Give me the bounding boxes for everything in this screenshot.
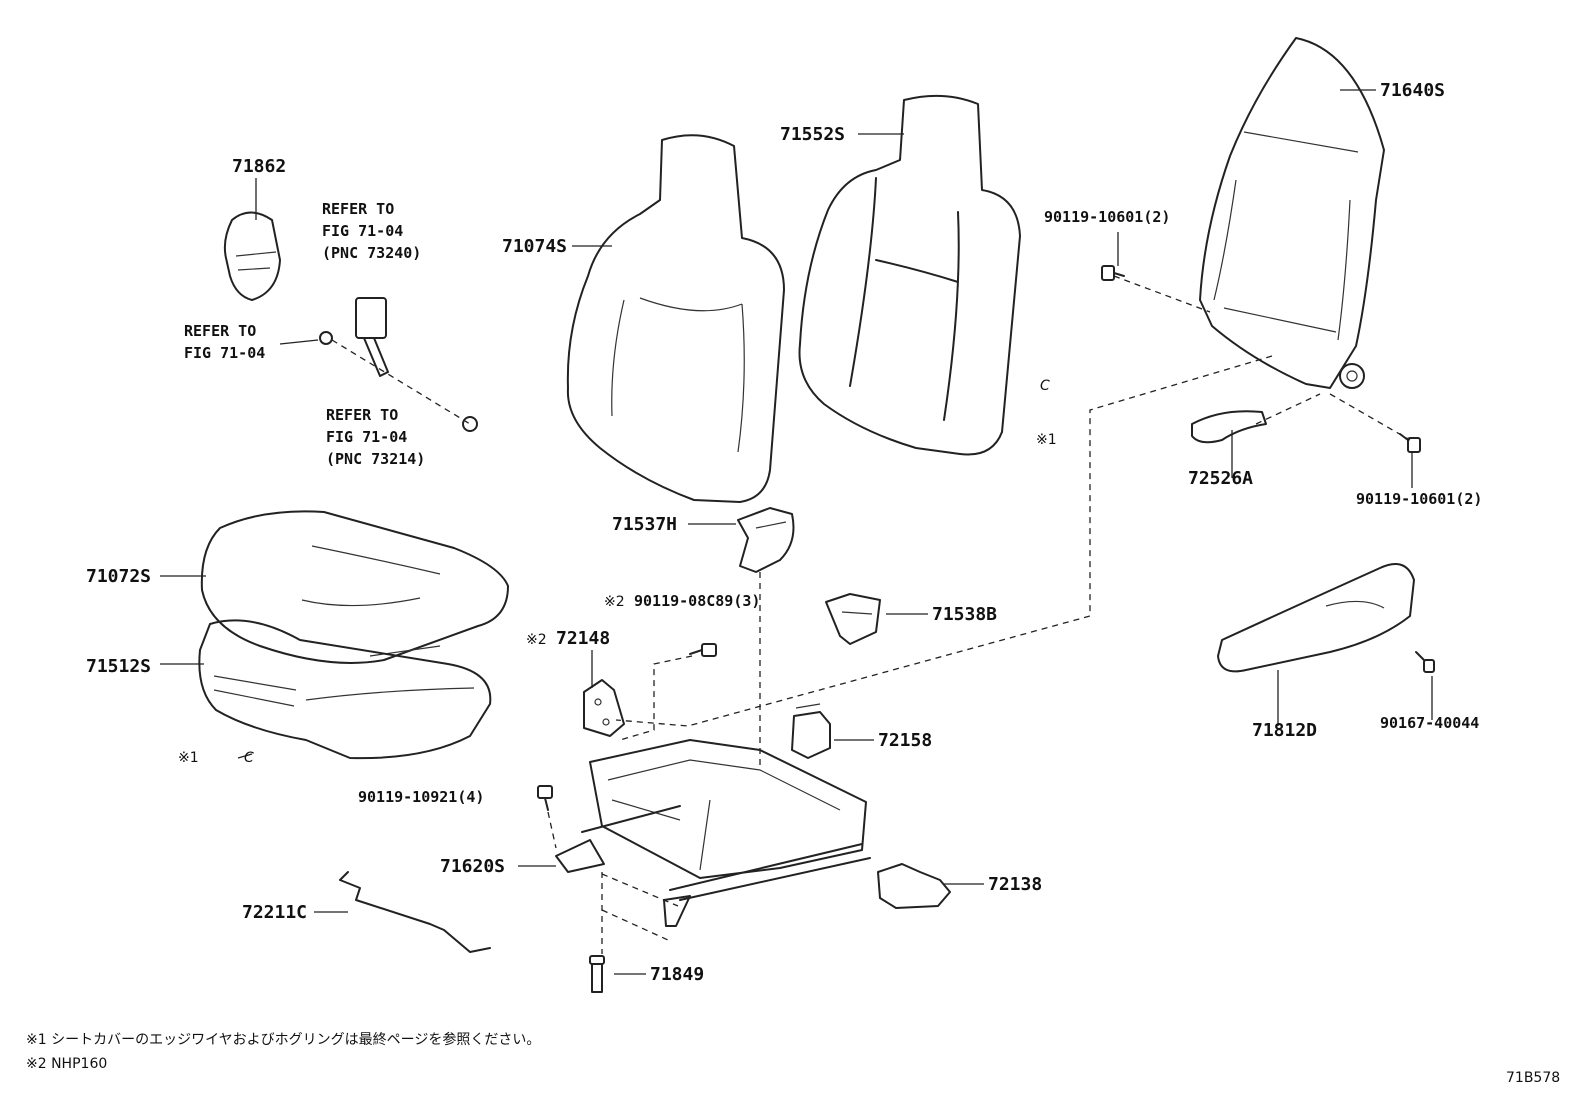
refer-callout-fig-71-04: REFER TO FIG 71-04 (184, 322, 265, 362)
c-marker-backrest: C (1040, 378, 1050, 394)
refer-callout-pnc-73214: REFER TO FIG 71-04 (PNC 73214) (326, 406, 425, 468)
label-90119-10601-upper: 90119-10601(2) (1044, 208, 1170, 226)
label-90119-10921: 90119-10921(4) (358, 788, 484, 806)
label-71537H: 71537H (612, 514, 677, 535)
part-71538B-drawing (825, 593, 881, 645)
part-71620S-drawing (555, 739, 871, 927)
part-72138-drawing (877, 863, 951, 909)
refer-line-3: (PNC 73240) (322, 244, 421, 262)
refer-line-2: FIG 71-04 (322, 222, 403, 240)
part-71512S-drawing (198, 619, 492, 760)
mark-1-backrest: ※1 (1036, 432, 1057, 448)
refer-line-2: FIG 71-04 (326, 428, 407, 446)
part-72526A-drawing (1191, 410, 1267, 444)
refer-line-1: REFER TO (326, 406, 398, 424)
bolt-90119-10921-drawing (537, 785, 553, 811)
label-71812D: 71812D (1252, 720, 1317, 741)
mark-2-90119-08C89: ※2 (604, 594, 625, 610)
part-71537H-drawing (737, 507, 795, 573)
c-marker-cushion: C (244, 750, 254, 766)
label-72148: 72148 (556, 628, 610, 649)
label-71849: 71849 (650, 964, 704, 985)
label-71512S: 71512S (86, 656, 151, 677)
label-71538B: 71538B (932, 604, 997, 625)
footnote-2: ※2 NHP160 (26, 1056, 107, 1072)
label-71072S: 71072S (86, 566, 151, 587)
bolt-71849-drawing (589, 955, 605, 993)
footnote-1: ※1 シートカバーのエッジワイヤおよびホグリングは最終ページを参照ください。 (26, 1031, 540, 1048)
dashed-reference-lines (331, 275, 1411, 954)
part-71640S-drawing (1199, 37, 1385, 389)
mark-1-cushion: ※1 (178, 750, 199, 766)
part-72211C-drawing (339, 871, 491, 953)
label-72158: 72158 (878, 730, 932, 751)
label-90119-08C89: 90119-08C89(3) (634, 592, 760, 610)
label-72526A: 72526A (1188, 468, 1253, 489)
label-71862: 71862 (232, 156, 286, 177)
part-71072S-drawing (200, 510, 509, 664)
label-71074S: 71074S (502, 236, 567, 257)
label-71640S: 71640S (1380, 80, 1445, 101)
refer-line-1: REFER TO (322, 200, 394, 218)
figure-code: 71B578 (1506, 1070, 1560, 1086)
leader-lines (160, 89, 1433, 975)
part-71862-drawing (223, 211, 281, 301)
seat-belt-buckle-drawing (319, 297, 478, 432)
label-72211C: 72211C (242, 902, 307, 923)
refer-line-1: REFER TO (184, 322, 256, 340)
refer-line-3: (PNC 73214) (326, 450, 425, 468)
bolt-90119-08C89-drawing (689, 643, 717, 657)
part-71552S-drawing (798, 94, 1021, 456)
refer-line-2: FIG 71-04 (184, 344, 265, 362)
label-71620S: 71620S (440, 856, 505, 877)
part-71074S-drawing (566, 134, 785, 503)
label-71552S: 71552S (780, 124, 845, 145)
label-90119-10601-lower: 90119-10601(2) (1356, 490, 1482, 508)
label-90167-40044: 90167-40044 (1380, 714, 1479, 732)
refer-callout-pnc-73240: REFER TO FIG 71-04 (PNC 73240) (322, 200, 421, 262)
part-72148-drawing (583, 679, 625, 737)
part-71812D-drawing (1217, 563, 1415, 673)
part-72158-drawing (791, 703, 831, 759)
mark-2-72148: ※2 (526, 632, 547, 648)
screw-90167-40044-drawing (1415, 651, 1435, 673)
label-72138: 72138 (988, 874, 1042, 895)
